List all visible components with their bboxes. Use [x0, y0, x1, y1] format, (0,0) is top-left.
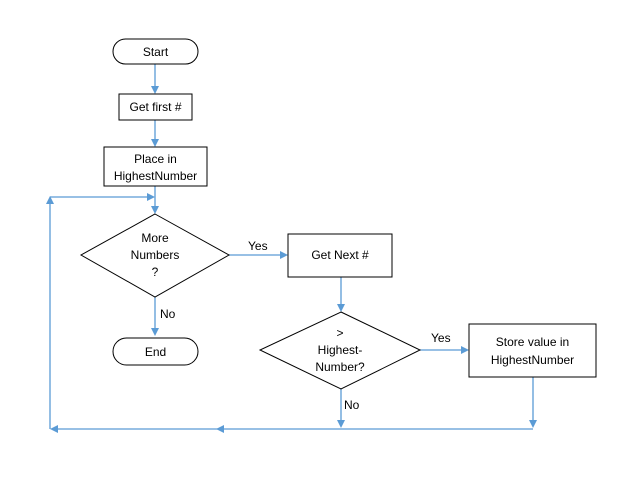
get-first-process-shape — [118, 93, 193, 121]
arrowhead-end — [151, 328, 159, 336]
arrowhead-more-numbers — [151, 206, 159, 214]
node-place-in: Place in HighestNumber — [103, 146, 208, 187]
arrowhead-store — [461, 346, 469, 354]
end-terminator-shape — [112, 337, 199, 366]
greater-highest-label-line-1: > — [336, 326, 343, 340]
place-in-label-line-2: HighestNumber — [114, 169, 197, 183]
label-more-yes: Yes — [248, 239, 268, 253]
label-more-no: No — [160, 307, 176, 321]
node-get-next: Get Next # — [287, 233, 393, 278]
store-value-label-line-1: Store value in — [496, 335, 569, 349]
arrowhead-return-up — [46, 196, 54, 204]
node-store-value: Store value in HighestNumber — [468, 323, 597, 378]
get-first-label: Get first # — [129, 100, 181, 114]
node-start: Start — [112, 38, 199, 65]
arrowhead-return-left — [50, 425, 58, 433]
label-greater-yes: Yes — [431, 331, 451, 345]
edge-labels: Yes No Yes No — [160, 239, 451, 412]
greater-highest-label-line-3: Number? — [315, 360, 365, 374]
place-in-label-line-1: Place in — [134, 152, 177, 166]
label-greater-no: No — [344, 398, 360, 412]
arrowhead-return-mid — [216, 425, 224, 433]
store-value-label-line-2: HighestNumber — [491, 353, 574, 367]
more-numbers-label-line-1: More — [141, 231, 169, 245]
arrowhead-store-down — [529, 420, 537, 428]
greater-highest-decision-shape — [258, 311, 422, 390]
more-numbers-label-line-2: Numbers — [131, 248, 180, 262]
end-label: End — [145, 345, 166, 359]
arrowhead-get-first — [151, 86, 159, 94]
node-end: End — [112, 337, 199, 366]
get-next-label: Get Next # — [311, 248, 369, 262]
store-value-process-shape — [468, 323, 597, 378]
more-numbers-decision-shape — [79, 213, 231, 298]
arrowhead-place-in — [151, 139, 159, 147]
more-numbers-label-line-3: ? — [152, 265, 159, 279]
arrowhead-greater-no — [337, 420, 345, 428]
connectors — [46, 64, 537, 433]
node-greater-highest: > Highest- Number? — [258, 311, 422, 390]
node-get-first: Get first # — [118, 93, 193, 121]
arrowhead-greater — [337, 304, 345, 312]
start-terminator-shape — [112, 38, 199, 65]
place-in-process-shape — [103, 146, 208, 187]
arrowhead-get-next — [280, 251, 288, 259]
greater-highest-label-line-2: Highest- — [318, 343, 363, 357]
start-label: Start — [143, 45, 169, 59]
arrowhead-return-entry — [147, 193, 155, 201]
get-next-process-shape — [287, 233, 393, 278]
node-more-numbers: More Numbers ? — [79, 213, 231, 298]
